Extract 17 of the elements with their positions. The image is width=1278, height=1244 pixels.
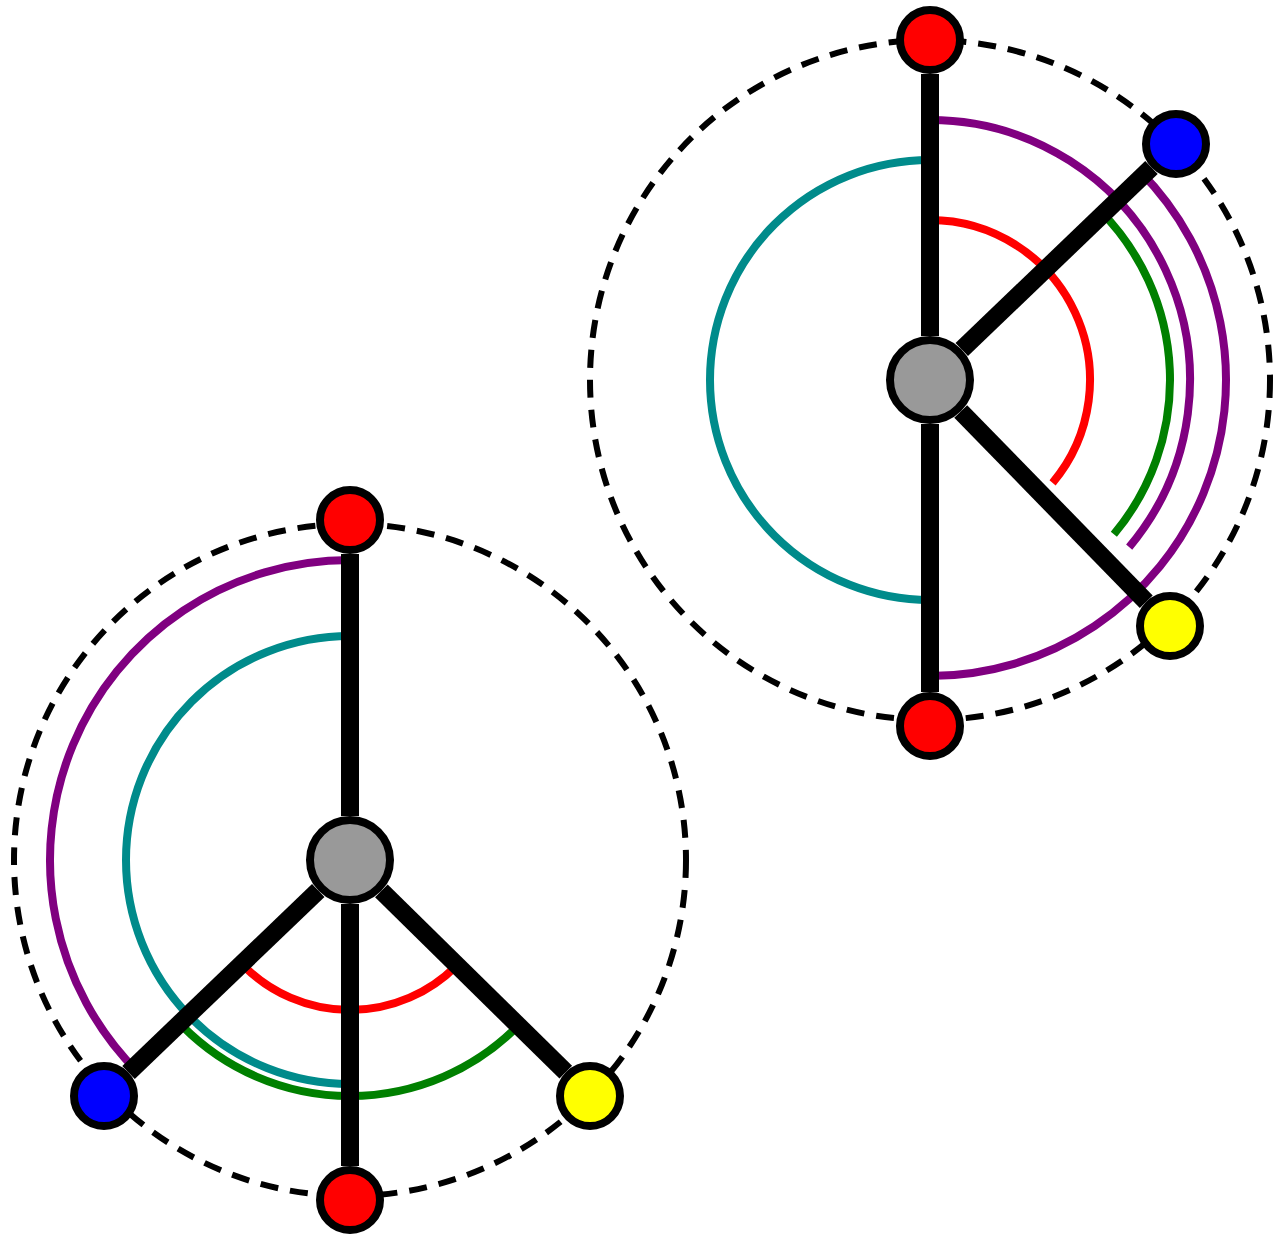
connector-line [375,884,573,1079]
circle-node [316,1166,384,1234]
circle-node [556,1062,624,1130]
circle-node [896,6,964,74]
connector-line [921,74,939,336]
connector-line [921,424,939,692]
connector-line [954,405,1153,608]
circle-node [316,486,384,554]
circle-node [70,1062,138,1130]
connector-line [955,161,1158,357]
circle-node [306,816,394,904]
circle-node [896,692,964,760]
circle-node [886,336,974,424]
circle-node [1136,592,1204,660]
circle-node [1142,110,1210,178]
connector-line [341,554,359,816]
connector-line [122,883,325,1079]
